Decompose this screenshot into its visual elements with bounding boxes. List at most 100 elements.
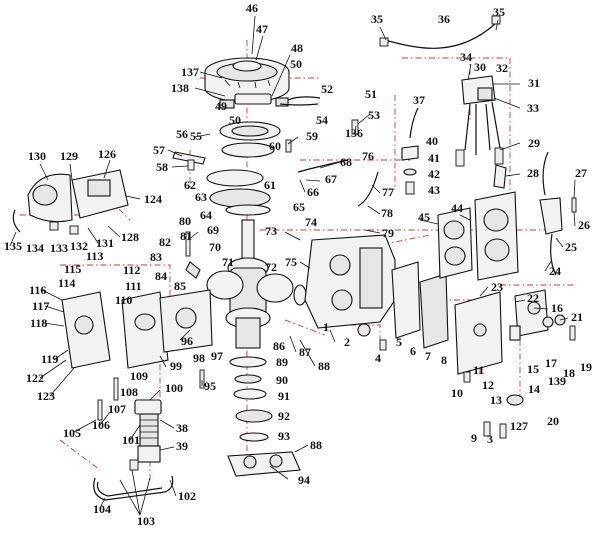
callout-130: 129 — [60, 149, 78, 163]
fasteners — [97, 119, 577, 439]
callout-109: 108 — [120, 385, 138, 399]
callout-5: 5 — [396, 335, 402, 349]
timing-plate-parts — [172, 151, 271, 216]
callout-138: 137 — [181, 65, 199, 79]
callout-133: 132 — [70, 239, 88, 253]
crankcase-block — [304, 234, 396, 329]
callout-100: 99 — [170, 359, 182, 373]
callout-2: 2 — [344, 335, 350, 349]
callout-82: 81 — [180, 229, 192, 243]
callout-70: 69 — [207, 223, 219, 237]
callout-3: 3 — [487, 432, 493, 446]
callout-36: 36 — [438, 12, 450, 26]
callout-labels: 1 2 3 4 5 6 7 8 9 10 11 12 13 14 15 16 1… — [4, 1, 592, 528]
callout-14: 14 — [528, 382, 540, 396]
callout-104: 103 — [137, 514, 155, 528]
callout-68: 67 — [325, 172, 337, 186]
callout-16: 16 — [551, 301, 563, 315]
callout-26: 26 — [578, 218, 590, 232]
callout-31: 31 — [528, 76, 540, 90]
callout-98: 97 — [211, 349, 223, 363]
callout-46: 46 — [246, 1, 258, 15]
callout-114: 113 — [86, 249, 103, 263]
callout-32: 32 — [496, 61, 508, 75]
intake-manifold — [61, 289, 213, 369]
callout-99: 98 — [193, 351, 205, 365]
callout-83: 82 — [159, 235, 171, 249]
lower-bearings-seals — [227, 356, 301, 477]
callout-106: 105 — [63, 426, 81, 440]
callout-110: 109 — [130, 369, 148, 383]
callout-90: 89 — [276, 355, 288, 369]
callout-123: 122 — [26, 371, 44, 385]
callout-72: 71 — [222, 255, 234, 269]
callout-111: 110 — [115, 293, 132, 307]
callout-97: 96 — [181, 334, 193, 348]
callout-139: 138 — [171, 81, 189, 95]
callout-44: 44 — [451, 201, 463, 215]
callout-93: 92 — [278, 409, 290, 423]
callout-59: 58 — [156, 160, 168, 174]
callout-65: 64 — [200, 208, 212, 222]
callout-20: 20 — [547, 414, 559, 428]
callout-95: 94 — [298, 473, 310, 487]
callout-27: 27 — [575, 166, 587, 180]
callout-19: 19 — [580, 360, 592, 374]
callout-35-right: 35 — [493, 5, 505, 19]
callout-134: 133 — [50, 241, 68, 255]
callout-49: 49 — [215, 99, 227, 113]
callout-124: 123 — [37, 389, 55, 403]
callout-69: 68 — [340, 155, 352, 169]
callout-127: 126 — [98, 147, 116, 161]
callout-78: 77 — [382, 185, 394, 199]
callout-77: 76 — [362, 149, 374, 163]
callout-80: 79 — [382, 226, 394, 240]
side-covers-gaskets — [391, 261, 503, 375]
callout-113: 112 — [123, 263, 140, 277]
callout-107: 106 — [92, 418, 110, 432]
leader-lines — [9, 15, 576, 516]
carburetor-and-intake — [12, 169, 129, 235]
callout-47: 47 — [256, 22, 268, 36]
callout-118: 117 — [32, 299, 49, 313]
callout-12: 12 — [482, 378, 494, 392]
callout-122: 119 — [41, 352, 58, 366]
callout-52: 51 — [365, 87, 377, 101]
callout-136: 135 — [4, 239, 22, 253]
callout-67: 66 — [307, 185, 319, 199]
callout-25: 25 — [565, 240, 577, 254]
callout-38: 38 — [176, 421, 188, 435]
callout-91: 90 — [276, 373, 288, 387]
ignition-module — [455, 75, 504, 167]
callout-132: 131 — [96, 236, 114, 250]
callout-7: 7 — [425, 349, 431, 363]
callout-102: 101 — [122, 433, 140, 447]
callout-41: 41 — [428, 151, 440, 165]
callout-28: 28 — [527, 166, 539, 180]
callout-75: 74 — [305, 215, 317, 229]
callout-86: 85 — [174, 279, 186, 293]
callout-35-left: 35 — [371, 12, 383, 26]
cylinder-head — [437, 191, 519, 281]
callout-116: 115 — [64, 262, 81, 276]
callout-96: 95 — [204, 379, 216, 393]
callout-89: 88 — [318, 359, 330, 373]
callout-84: 83 — [150, 250, 162, 264]
callout-54: 53 — [368, 108, 380, 122]
callout-117: 116 — [29, 283, 46, 297]
callout-9: 9 — [471, 431, 477, 445]
callout-74: 73 — [265, 224, 277, 238]
callout-50: 50 — [229, 113, 241, 127]
fuel-hose — [93, 459, 174, 501]
callout-115: 114 — [58, 276, 75, 290]
callout-21: 21 — [571, 310, 583, 324]
callout-94: 93 — [278, 429, 290, 443]
callout-62: 61 — [264, 178, 276, 192]
callout-71: 70 — [209, 240, 221, 254]
callout-73: 72 — [265, 260, 277, 274]
callout-129: 128 — [121, 230, 139, 244]
callout-1: 1 — [323, 320, 329, 334]
callout-103: 102 — [178, 489, 196, 503]
callout-88-lower: 88 — [310, 438, 322, 452]
